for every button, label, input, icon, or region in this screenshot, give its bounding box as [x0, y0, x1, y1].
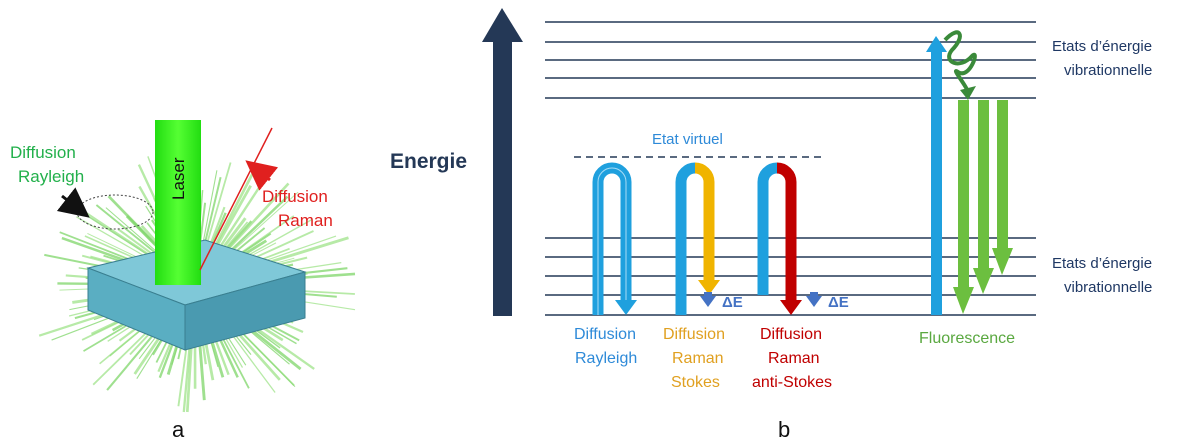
raman-label-line2: Raman: [278, 211, 333, 230]
vibrational-relaxation-wave: [943, 30, 977, 100]
raman-label-line1: Diffusion: [262, 187, 328, 206]
antistokes-delta-e-label: ΔE: [828, 294, 849, 311]
antistokes-delta-e-arrow: [806, 296, 822, 307]
scatter-ray: [202, 162, 232, 256]
rayleigh-pointer-arrow: [56, 187, 90, 218]
raman-pointer-arrow: [245, 160, 279, 191]
panel-a: Laser Diffusion Rayleigh Diffusion Raman…: [10, 120, 356, 442]
laser-beam: [155, 120, 201, 285]
rayleigh-process-label-line2: Rayleigh: [575, 350, 637, 367]
lower-states-label-line1: Etats d’énergie: [1052, 255, 1152, 272]
rayleigh-process-label-line1: Diffusion: [574, 326, 636, 343]
antistokes-process-label-line3: anti-Stokes: [752, 374, 832, 391]
stokes-delta-e-arrow: [700, 296, 716, 307]
laser-label: Laser: [169, 157, 188, 200]
antistokes-process-label-line2: Raman: [768, 350, 820, 367]
upper-states-label-line1: Etats d’énergie: [1052, 38, 1152, 55]
rayleigh-label-line1: Diffusion: [10, 143, 76, 162]
virtual-state-label: Etat virtuel: [652, 131, 723, 148]
stokes-process-label-line3: Stokes: [671, 374, 720, 391]
antistokes-transition: [745, 162, 822, 315]
fluorescence-excitation-arrow: [926, 36, 947, 315]
energy-label: Energie: [390, 150, 467, 173]
stokes-process-label-line1: Diffusion: [663, 326, 725, 343]
upper-energy-levels: [545, 21, 1036, 99]
lower-states-label-line2: vibrationnelle: [1064, 279, 1152, 296]
scatter-ray: [82, 210, 160, 262]
panel-a-caption: a: [172, 417, 185, 442]
panel-b-caption: b: [778, 417, 790, 442]
panel-b: Energie Etat virtuel: [390, 8, 1152, 442]
fluorescence-emission-arrows: [953, 100, 1013, 314]
raman-scatter-ray: [199, 127, 273, 271]
rayleigh-label-line2: Rayleigh: [18, 167, 84, 186]
antistokes-process-label-line1: Diffusion: [760, 326, 822, 343]
energy-axis-arrow: [482, 8, 523, 316]
upper-states-label-line2: vibrationnelle: [1064, 62, 1152, 79]
fluorescence-process-label: Fluorescence: [919, 330, 1015, 347]
stokes-transition: [675, 162, 720, 315]
stokes-delta-e-label: ΔE: [722, 294, 743, 311]
rayleigh-transition: [592, 162, 637, 315]
stokes-process-label-line2: Raman: [672, 350, 724, 367]
